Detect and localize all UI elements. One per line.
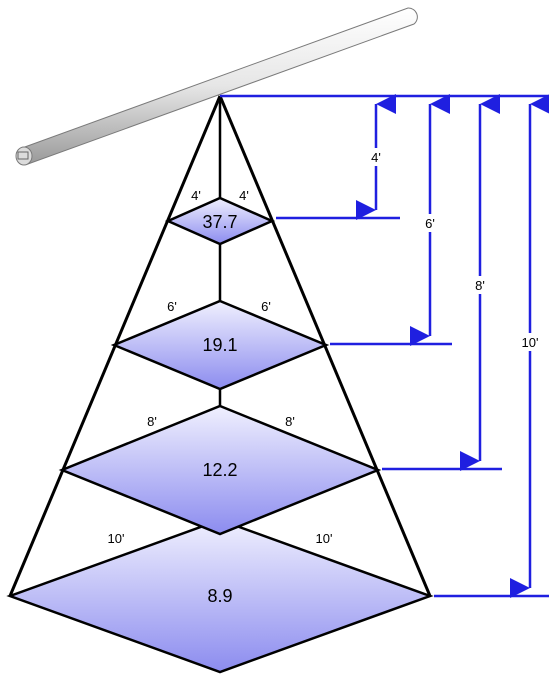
- dimension-label-10ft: 10': [522, 335, 539, 350]
- plane-value-4ft: 37.7: [202, 212, 237, 232]
- dimension-label-6ft: 6': [425, 216, 435, 231]
- plane-6ft: [110, 299, 330, 391]
- pyramid-right-edge: [218, 95, 432, 597]
- side-label-6ft-right: 6': [261, 299, 271, 314]
- side-label-10ft-right: 10': [316, 531, 333, 546]
- plane-value-10ft: 8.9: [207, 586, 232, 606]
- plane-8ft: [58, 404, 382, 536]
- planes-layer: [6, 196, 434, 674]
- side-label-4ft-right: 4': [239, 188, 249, 203]
- plane-value-6ft: 19.1: [202, 335, 237, 355]
- plane-10ft: [6, 518, 434, 674]
- plane-4ft: [164, 196, 276, 246]
- dimension-label-8ft: 8': [475, 278, 485, 293]
- pyramid-left-edge: [8, 95, 222, 597]
- side-label-8ft-right: 8': [285, 414, 295, 429]
- side-label-4ft-left: 4': [191, 188, 201, 203]
- side-label-6ft-left: 6': [167, 299, 177, 314]
- side-label-10ft-left: 10': [108, 531, 125, 546]
- plane-value-8ft: 12.2: [202, 460, 237, 480]
- light-rod-icon: [15, 7, 418, 166]
- dimension-label-4ft: 4': [371, 150, 381, 165]
- side-label-8ft-left: 8': [147, 414, 157, 429]
